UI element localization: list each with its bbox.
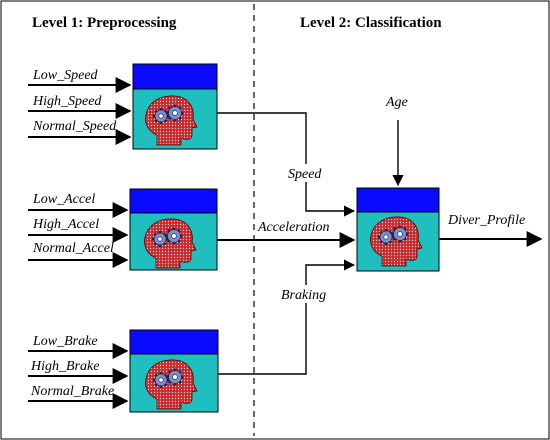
brake-block xyxy=(129,329,219,413)
connector-speed xyxy=(217,112,356,217)
acceleration-output-label: Acceleration xyxy=(257,220,330,235)
heading-level1: Level 1: Preprocessing xyxy=(32,15,177,31)
accel-input-high: High_Accel xyxy=(32,217,99,232)
age-label: Age xyxy=(385,95,408,110)
classifier-block-header xyxy=(356,187,440,213)
speed-block xyxy=(132,63,218,150)
classifier-block xyxy=(356,187,440,272)
accel-block xyxy=(129,188,218,271)
speed-block-header xyxy=(132,63,218,90)
brake-block-header xyxy=(129,329,219,355)
accel-input-low: Low_Accel xyxy=(32,192,95,207)
speed-input-low: Low_Speed xyxy=(32,68,99,83)
brake-input-normal: Normal_Brake xyxy=(30,384,114,399)
heading-level2: Level 2: Classification xyxy=(300,15,442,31)
speed-label-bg xyxy=(286,164,328,182)
accel-input-normal: Normal_Accel xyxy=(32,241,114,256)
brake-input-low: Low_Brake xyxy=(32,334,98,349)
brake-input-high: High_Brake xyxy=(30,359,99,374)
output-label: Diver_Profile xyxy=(447,213,525,228)
speed-input-normal: Normal_Speed xyxy=(32,119,117,134)
accel-block-header xyxy=(129,188,218,214)
braking-output-label: Braking xyxy=(281,288,326,303)
braking-label-bg xyxy=(279,285,335,303)
speed-output-label: Speed xyxy=(288,167,322,182)
connector-braking xyxy=(218,259,356,375)
speed-input-high: High_Speed xyxy=(32,94,102,109)
